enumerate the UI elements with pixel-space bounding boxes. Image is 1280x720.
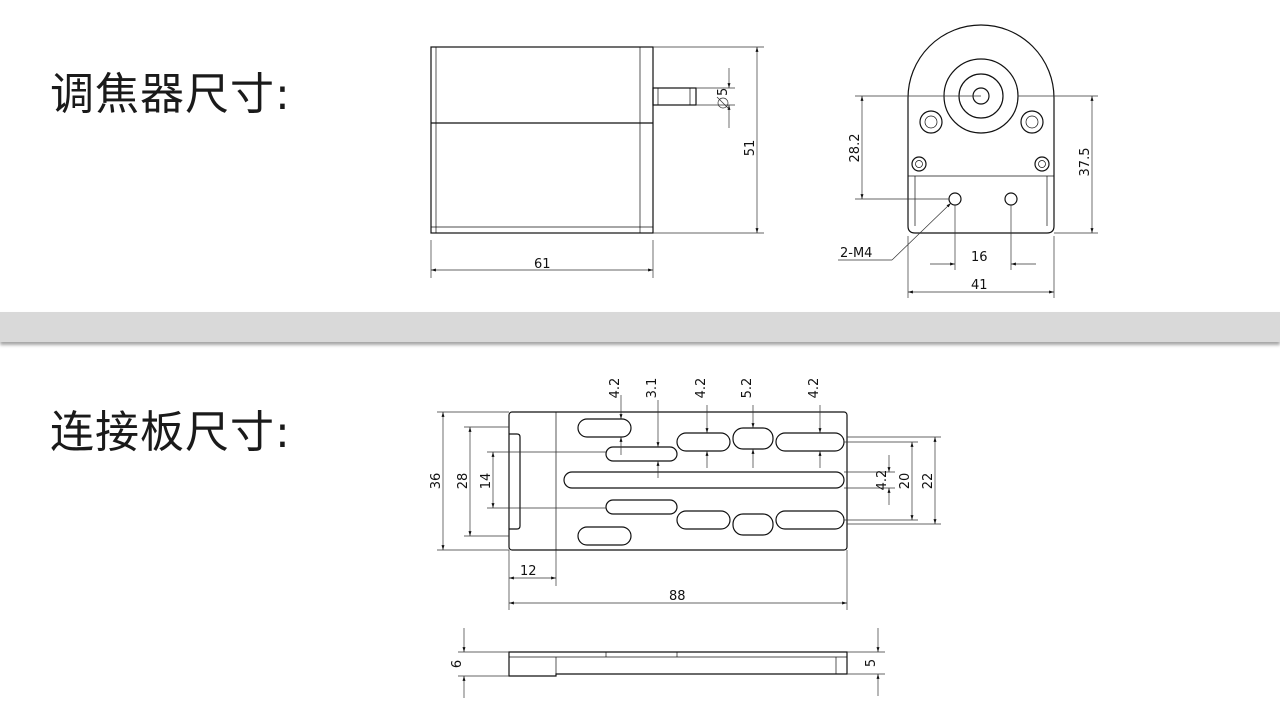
dim-label-hole-spacing: 16	[971, 250, 988, 265]
dim-label-height: 51	[743, 140, 758, 157]
dim-plate-right: 4.2 20 22	[844, 436, 941, 525]
dim-label-slot-d: 5.2	[740, 378, 755, 399]
dim-label-front-width: 41	[971, 278, 988, 293]
dim-plate-heights: 36 28 14	[429, 411, 606, 551]
dim-label-front-total: 37.5	[1078, 148, 1093, 177]
dim-label-slot-b: 3.1	[645, 378, 660, 399]
dim-plate-thickness: 6 5	[450, 628, 885, 698]
dim-label-right-inner: 20	[898, 473, 913, 490]
dim-label-slot-c: 4.2	[694, 378, 709, 399]
dim-front-total: 37.5	[1018, 95, 1098, 234]
dim-label-right-outer: 22	[921, 473, 936, 490]
dim-label-shaft: 5	[716, 88, 731, 96]
thread-callout: 2-M4	[838, 202, 952, 261]
section-divider-band	[0, 312, 1280, 342]
dim-label-thickness-left: 6	[450, 660, 465, 668]
dim-focuser-width: 61	[430, 240, 654, 278]
dim-label-notch-width: 12	[520, 564, 537, 579]
dim-label-thickness-right: 5	[864, 659, 879, 667]
dim-hole-spacing: 16	[930, 205, 1036, 270]
dim-label-front-height: 28.2	[848, 134, 863, 163]
thread-label: 2-M4	[840, 246, 872, 261]
dim-plate-length: 12 88	[508, 550, 848, 610]
dim-front-height: 28.2	[848, 95, 981, 200]
dim-label-height-total: 36	[429, 473, 444, 490]
adapter-plate-top-view	[508, 411, 848, 551]
dim-slot-widths: 4.2 3.1 4.2 5.2 4.2	[608, 378, 822, 478]
focuser-size-heading: 调焦器尺寸:	[50, 69, 291, 120]
dim-focuser-height: 51	[653, 46, 764, 234]
dim-label-height-inner: 28	[456, 473, 471, 490]
dim-label-width: 61	[534, 257, 551, 272]
dim-shaft-diameter: 5	[696, 68, 735, 128]
focuser-side-view	[430, 46, 697, 234]
adapter-plate-side-view	[508, 651, 848, 677]
dim-label-slot-e: 4.2	[807, 378, 822, 399]
focuser-front-view	[907, 24, 1055, 234]
dim-label-height-notch: 14	[479, 473, 494, 490]
dim-front-width: 41	[907, 236, 1055, 298]
adapter-plate-size-heading: 连接板尺寸:	[50, 407, 291, 458]
dim-label-length: 88	[669, 589, 686, 604]
dim-label-slot-a: 4.2	[608, 378, 623, 399]
dim-label-center-slot: 4.2	[875, 470, 890, 491]
